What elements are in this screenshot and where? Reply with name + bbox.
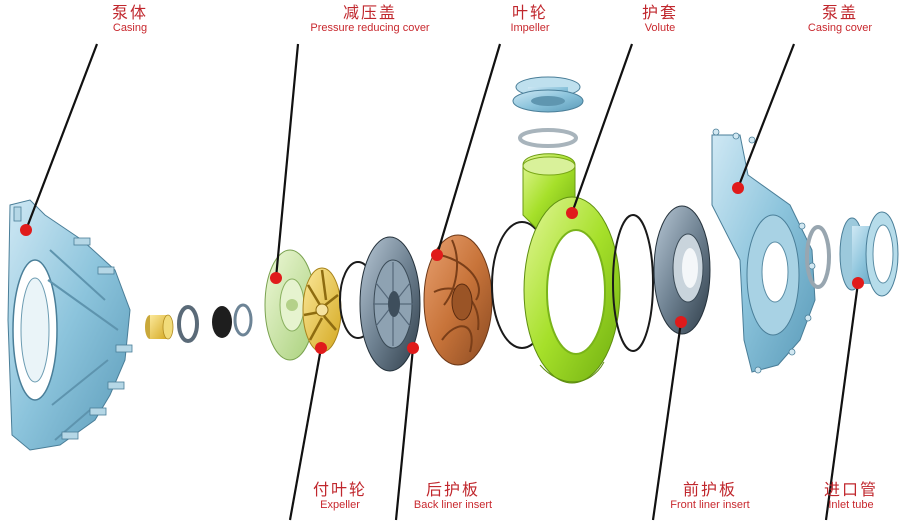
callout-markers bbox=[20, 182, 864, 354]
label-pressure-reducing-cover: 减压盖 Pressure reducing cover bbox=[310, 3, 430, 34]
marker-casing-cover bbox=[732, 182, 744, 194]
label-expeller: 付叶轮 Expeller bbox=[312, 480, 367, 511]
leader-lines bbox=[24, 43, 860, 521]
volute-part bbox=[522, 153, 621, 384]
leader-casing-cover bbox=[736, 43, 796, 189]
label-casing: 泵体 Casing bbox=[111, 3, 148, 34]
back-liner-insert-part bbox=[359, 236, 421, 372]
leader-inlet-tube bbox=[824, 282, 860, 521]
marker-expeller bbox=[315, 342, 327, 354]
marker-pressure-cover bbox=[270, 272, 282, 284]
marker-volute bbox=[566, 207, 578, 219]
label-front-liner-insert: 前护板 Front liner insert bbox=[670, 480, 750, 511]
marker-impeller bbox=[431, 249, 443, 261]
leader-back-liner bbox=[394, 347, 415, 521]
seal-ring-part bbox=[177, 303, 253, 343]
label-inlet-tube: 进口管 Inlet tube bbox=[823, 480, 878, 511]
casing-part bbox=[7, 199, 133, 451]
marker-inlet-tube bbox=[852, 277, 864, 289]
marker-front-liner bbox=[675, 316, 687, 328]
leader-casing bbox=[24, 43, 99, 231]
label-casing-cover: 泵盖 Casing cover bbox=[807, 3, 873, 34]
inlet-tube-part bbox=[839, 211, 899, 297]
label-back-liner-insert: 后护板 Back liner insert bbox=[413, 480, 493, 511]
marker-back-liner bbox=[407, 342, 419, 354]
inlet-gasket-part bbox=[805, 225, 831, 289]
expeller-part bbox=[302, 267, 342, 353]
leader-pressure-cover bbox=[274, 43, 300, 279]
shaft-sleeve-part bbox=[145, 314, 174, 340]
impeller-part bbox=[423, 234, 493, 366]
discharge-flange-part bbox=[512, 76, 584, 113]
leader-expeller bbox=[288, 347, 323, 521]
casing-cover-part bbox=[711, 128, 816, 374]
label-volute: 护套 Volute bbox=[641, 3, 678, 34]
marker-casing bbox=[20, 224, 32, 236]
front-liner-insert-part bbox=[653, 205, 711, 335]
leader-volute bbox=[570, 43, 634, 214]
leader-impeller bbox=[435, 43, 502, 256]
o-ring-volute-part bbox=[612, 214, 654, 352]
flange-gasket-part bbox=[518, 128, 578, 148]
leader-front-liner bbox=[651, 321, 683, 521]
label-impeller: 叶轮 Impeller bbox=[510, 3, 550, 34]
